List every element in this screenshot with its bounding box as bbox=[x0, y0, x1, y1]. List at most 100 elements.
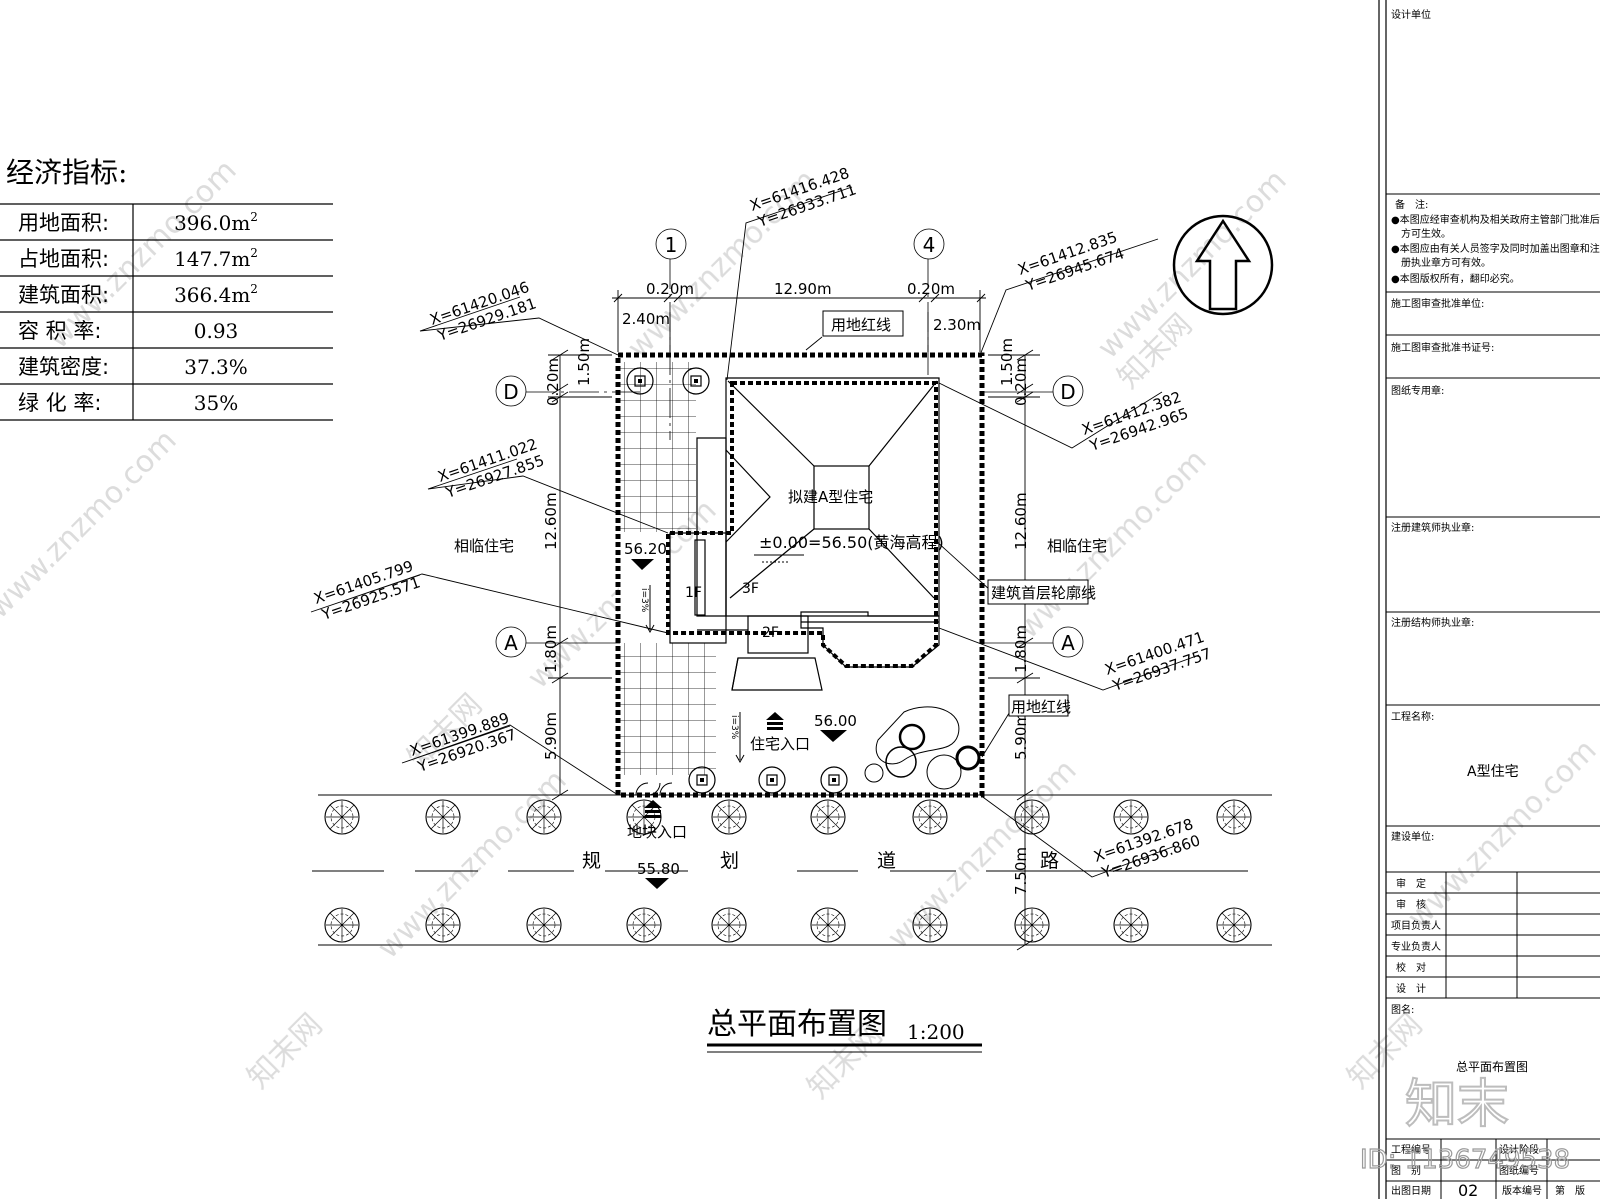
tree-icon bbox=[526, 799, 562, 835]
dim-top-1: 0.20m bbox=[646, 280, 694, 298]
dim-top-3: 0.20m bbox=[907, 280, 955, 298]
tree-icon bbox=[626, 907, 662, 943]
tree-icon bbox=[912, 907, 948, 943]
tb-remarks-title: 备 注: bbox=[1395, 198, 1428, 211]
tb-signoff-3: 专业负责人 bbox=[1391, 940, 1441, 953]
redline-label-top: 用地红线 bbox=[831, 316, 891, 334]
tb-date: 出图日期 bbox=[1391, 1184, 1431, 1197]
dim-left-1: 1.50m bbox=[575, 338, 593, 386]
dim-top-4: 2.40m bbox=[622, 310, 670, 328]
axis-a-right-label: A bbox=[1061, 631, 1075, 655]
building-label: 拟建A型住宅 bbox=[788, 488, 873, 506]
tb-drawing-name-label: 图名: bbox=[1391, 1003, 1414, 1016]
tb-remark-2: ●本图应由有关人员签字及同时加盖出图章和注 bbox=[1391, 242, 1600, 255]
tb-project-name: A型住宅 bbox=[1467, 764, 1519, 780]
tb-remark-1: 方可生效。 bbox=[1401, 227, 1451, 240]
axis-4-bubble bbox=[913, 228, 945, 260]
elev-5580: 55.80 bbox=[637, 860, 680, 878]
tree-icon bbox=[912, 799, 948, 835]
plan-labels: 用地红线 拟建A型住宅 ±0.00=56.50(黄海高程) 建筑首层轮廓线 相临… bbox=[454, 310, 1107, 878]
paving-top-left bbox=[620, 362, 696, 532]
drawing-title-text: 总平面布置图 bbox=[707, 1007, 887, 1042]
indicator-value-1: 147.7m2 bbox=[174, 246, 258, 271]
drawing-title: 总平面布置图 1:200 bbox=[707, 1007, 982, 1053]
site-redline bbox=[615, 352, 985, 798]
tb-version: 版本编号 bbox=[1502, 1184, 1542, 1197]
axis-d-left-bubble bbox=[495, 375, 527, 407]
north-arrow-icon bbox=[1172, 214, 1274, 316]
indicator-value-3: 0.93 bbox=[194, 319, 239, 343]
floor-2f: 2F bbox=[762, 625, 779, 641]
title-block bbox=[1378, 0, 1600, 1199]
indicator-label-3: 容 积 率: bbox=[18, 319, 101, 343]
dim-right-1: 1.50m bbox=[998, 338, 1016, 386]
tb-seal: 图纸专用章: bbox=[1391, 384, 1444, 397]
tree-icon bbox=[324, 907, 360, 943]
tb-project-name-label: 工程名称: bbox=[1391, 710, 1434, 723]
tree-icon bbox=[1113, 907, 1149, 943]
tb-sheet: 02 bbox=[1458, 1181, 1478, 1199]
elevation-note: ±0.00=56.50(黄海高程) bbox=[759, 533, 944, 552]
watermark-logo: 知末 bbox=[1405, 1075, 1509, 1135]
dim-left-2: 0.20m bbox=[544, 358, 562, 406]
indicator-label-0: 用地面积: bbox=[18, 211, 109, 235]
tb-remark-4: ●本图版权所有，翻印必究。 bbox=[1391, 272, 1520, 285]
axis-a-right-bubble bbox=[1052, 626, 1084, 658]
axis-1-label: 1 bbox=[665, 233, 678, 257]
dim-top-2: 12.90m bbox=[774, 280, 832, 298]
floor-1f: 1F bbox=[685, 585, 702, 601]
tb-remark-0: ●本图应经审查机构及相关政府主管部门批准后 bbox=[1391, 213, 1600, 226]
outline-label: 建筑首层轮廓线 bbox=[991, 584, 1096, 602]
axis-d-right-label: D bbox=[1060, 380, 1075, 404]
watermark-site-6: www.znzmo.com bbox=[1011, 443, 1214, 646]
tb-drawing-no: 图纸编号 bbox=[1499, 1164, 1539, 1177]
indicator-value-5: 35% bbox=[194, 391, 238, 415]
axis-d-left-label: D bbox=[503, 380, 518, 404]
house-entry-label: 住宅入口 bbox=[750, 735, 810, 753]
plot-entry-label: 地块入口 bbox=[627, 823, 687, 841]
dim-top-5: 2.30m bbox=[933, 316, 981, 334]
tree-icon bbox=[810, 799, 846, 835]
redline-label-right: 用地红线 bbox=[1011, 698, 1071, 716]
floor-3f: 3F bbox=[742, 581, 759, 597]
neighbor-right-label: 相临住宅 bbox=[1047, 537, 1107, 555]
dim-right-5: 5.90m bbox=[1012, 712, 1030, 760]
elev-line bbox=[754, 554, 804, 563]
tb-review-cert: 施工图审查批准书证号: bbox=[1391, 341, 1494, 354]
elevation-markers bbox=[631, 559, 847, 889]
indicator-label-2: 建筑面积: bbox=[18, 283, 109, 307]
watermark-id: ID: 1136749538 bbox=[1360, 1145, 1570, 1175]
road-char-2: 划 bbox=[720, 850, 739, 872]
tb-client: 建设单位: bbox=[1391, 830, 1434, 843]
indicator-label-4: 建筑密度: bbox=[18, 355, 109, 379]
tree-icon bbox=[1014, 907, 1050, 943]
tb-signoff-2: 项目负责人 bbox=[1391, 919, 1441, 932]
building-first-floor-outline bbox=[666, 381, 938, 668]
tb-signoff-1: 审 核 bbox=[1396, 898, 1426, 911]
dimension-lines bbox=[548, 290, 1040, 951]
road-char-1: 规 bbox=[582, 850, 601, 872]
dim-left-5: 5.90m bbox=[542, 712, 560, 760]
indicator-value-4: 37.3% bbox=[184, 355, 248, 379]
indicator-label-5: 绿 化 率: bbox=[18, 391, 101, 415]
tb-stage: 设计阶段 bbox=[1499, 1143, 1539, 1156]
elev-5600: 56.00 bbox=[814, 712, 857, 730]
elev-5620: 56.20 bbox=[624, 540, 667, 558]
road-char-3: 道 bbox=[877, 850, 896, 872]
tb-project-no: 工程编号 bbox=[1391, 1143, 1431, 1156]
tb-drawing-name: 总平面布置图 bbox=[1456, 1060, 1528, 1074]
tree-icon bbox=[425, 907, 461, 943]
dim-right-2: 0.20m bbox=[1012, 358, 1030, 406]
indicator-value-2: 366.4m2 bbox=[174, 282, 258, 307]
indicators-title: 经济指标: bbox=[6, 156, 127, 189]
watermark-site-5: www.znzmo.com bbox=[371, 763, 574, 966]
road-label: 规 划 道 路 bbox=[582, 850, 1059, 872]
tree-icon bbox=[526, 907, 562, 943]
axis-d-right-bubble bbox=[1052, 375, 1084, 407]
dim-right-3: 12.60m bbox=[1012, 492, 1030, 550]
tb-architect: 注册建筑师执业章: bbox=[1391, 521, 1474, 534]
tb-signoff-0: 审 定 bbox=[1396, 877, 1426, 890]
tb-review-unit: 施工图审查批准单位: bbox=[1391, 297, 1484, 310]
tree-icon bbox=[324, 799, 360, 835]
